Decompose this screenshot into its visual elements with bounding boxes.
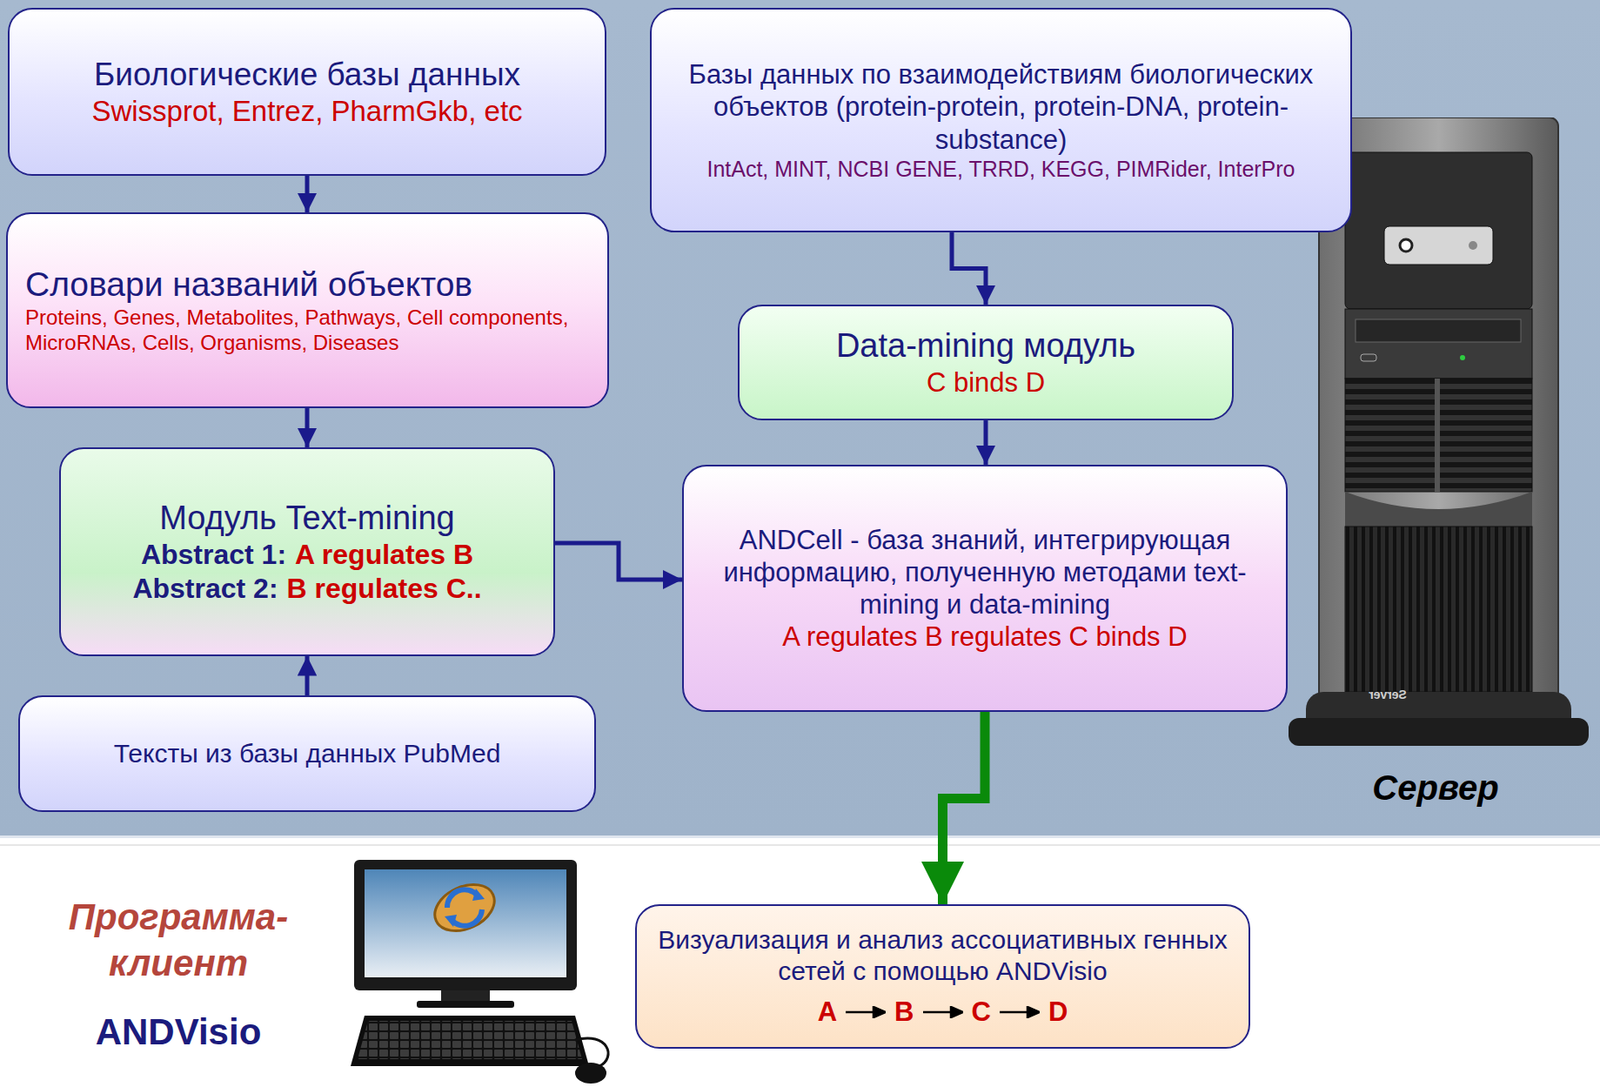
inline-arrow [999, 1005, 1040, 1018]
box-text: Abstract 2: [132, 571, 278, 605]
divider-line [0, 843, 1600, 846]
flow-arrow [943, 711, 986, 904]
box-text: Proteins, Genes, Metabolites, Pathways, … [25, 305, 590, 356]
box-heading: Базы данных по взаимодействиям биологиче… [669, 58, 1333, 156]
box-text: Abstract 1: [140, 537, 287, 571]
inline-arrow [923, 1005, 964, 1018]
process-box: Визуализация и анализ ассоциативных генн… [635, 903, 1251, 1049]
box-heading: Биологические базы данных [93, 55, 521, 94]
process-box: Базы данных по взаимодействиям биологиче… [649, 7, 1353, 233]
computer-illustration [347, 856, 626, 1087]
process-box: Модуль Text-miningAbstract 1:A regulates… [59, 447, 556, 657]
flow-arrow [951, 232, 986, 305]
flow-arrow [305, 408, 310, 448]
box-heading: Визуализация и анализ ассоциативных генн… [654, 923, 1232, 987]
box-text: IntAct, MINT, NCBI GENE, TRRD, KEGG, PIM… [706, 155, 1295, 182]
box-text: C [971, 995, 991, 1028]
box-heading: Модуль Text-mining [159, 498, 456, 539]
box-text: A [817, 995, 837, 1028]
client-label: Программа-клиент [34, 894, 322, 986]
box-heading: Data-mining модуль [836, 326, 1136, 367]
box-heading: Тексты из базы данных PubMed [113, 737, 502, 770]
process-box: ANDCell - база знаний, интегрирующая инф… [682, 464, 1288, 712]
flow-arrow [305, 175, 310, 213]
box-text: B regulates C.. [287, 571, 483, 605]
process-box: Data-mining модульC binds D [737, 304, 1234, 421]
server-label: Сервер [1331, 765, 1540, 810]
flow-arrow [555, 542, 683, 580]
box-text: A regulates B regulates C binds D [782, 620, 1187, 653]
flow-arrow [984, 420, 989, 465]
server-badge: Server [1339, 687, 1436, 703]
text-row: A B C D [817, 995, 1069, 1028]
flow-arrow [305, 656, 310, 696]
process-box: Биологические базы данныхSwissprot, Entr… [7, 7, 607, 176]
box-text: Swissprot, Entrez, PharmGkb, etc [91, 93, 523, 129]
process-box: Словари названий объектовProteins, Genes… [6, 212, 610, 409]
inline-arrow [845, 1005, 886, 1018]
box-text: C binds D [926, 366, 1045, 399]
process-box: Тексты из базы данных PubMed [18, 695, 596, 812]
program-name: ANDVisio [34, 1009, 322, 1056]
box-heading: ANDCell - база знаний, интегрирующая инф… [701, 523, 1269, 622]
box-text: A regulates B [294, 537, 474, 571]
box-heading: Словари названий объектов [25, 264, 473, 306]
box-text: B [894, 995, 914, 1028]
text-row: Abstract 1:A regulates B [140, 537, 474, 571]
box-text: D [1048, 995, 1068, 1028]
text-row: Abstract 2: B regulates C.. [132, 571, 482, 605]
